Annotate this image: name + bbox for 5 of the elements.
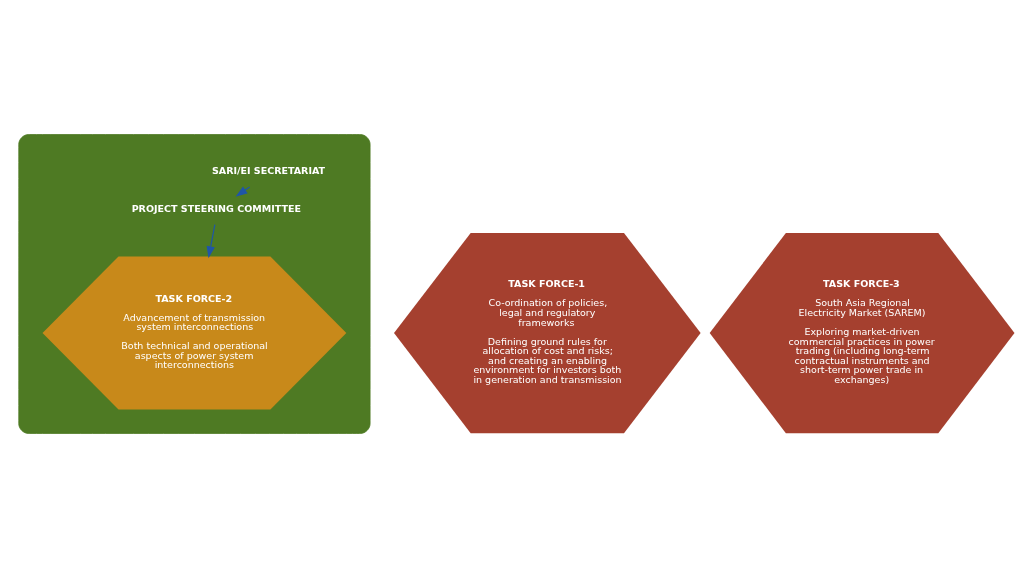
node-text: SARI/EI SECRETARIAT — [211, 164, 325, 176]
arrow — [235, 185, 250, 197]
cluster — [17, 133, 370, 434]
arrow — [206, 223, 215, 258]
node-text: PROJECT STEERING COMMITTEE — [131, 202, 301, 214]
